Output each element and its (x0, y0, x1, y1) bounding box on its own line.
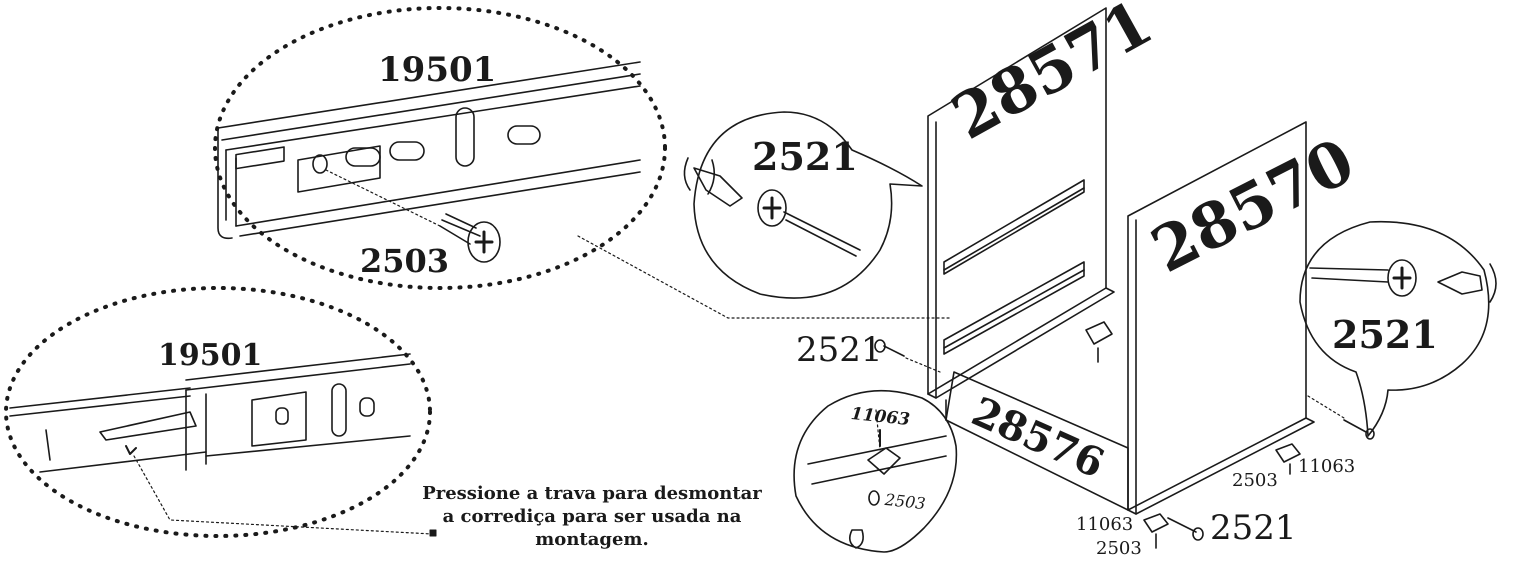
screw-2521-right (1309, 259, 1417, 297)
part-label-bracket-right: 11063 (1298, 456, 1356, 477)
part-label-slide-top: 19501 (378, 50, 497, 90)
rail-lower-left (943, 261, 1085, 355)
part-label-screw-magnify-right: 2521 (1332, 312, 1438, 357)
instruction-note: Pressione a trava para desmontar a corre… (392, 482, 792, 551)
bracket-bottom (1143, 513, 1169, 549)
panel-28576 (945, 371, 1129, 511)
part-label-screw-top: 2503 (360, 242, 450, 280)
instruction-line-1: Pressione a trava para desmontar (422, 483, 762, 504)
screw-left-side (874, 339, 905, 357)
screw-detail-right (1299, 220, 1497, 437)
slide-rail-bottom (9, 353, 411, 473)
screwdriver-left (683, 157, 743, 207)
part-label-bracket-bottom: 11063 (1076, 514, 1134, 535)
cabinet-assembly (874, 7, 1375, 549)
bracket-detail-inset (793, 389, 958, 553)
leader-line-bottom (133, 455, 433, 535)
slide-detail-bottom (4, 286, 437, 538)
screw-bottom-right (1167, 517, 1204, 541)
panel-28571 (927, 7, 1115, 399)
part-label-screw-magnify-left: 2521 (752, 134, 858, 179)
bracket-right (1275, 443, 1301, 475)
rail-upper-left (943, 179, 1085, 275)
slide-rail-top (217, 61, 641, 240)
part-label-screw-left-side: 2521 (796, 330, 883, 370)
leader-line-top (325, 169, 441, 227)
part-label-slide-bottom: 19501 (158, 338, 263, 373)
part-label-screw-right: 2503 (1232, 470, 1278, 491)
panel-28570 (1127, 121, 1315, 515)
zoom-ellipse-bottom (4, 286, 432, 538)
part-label-screw-bottom: 2503 (1096, 538, 1142, 559)
leader-line-to-cabinet (577, 235, 953, 319)
screw-2521-left (757, 189, 861, 257)
screw-detail-left (683, 111, 923, 299)
instruction-line-3: montagem. (535, 529, 649, 550)
screw-right-side (1343, 419, 1375, 440)
part-label-screw-bottom-right: 2521 (1210, 508, 1297, 548)
instruction-line-2: a corrediça para ser usada na (442, 506, 742, 527)
screwdriver-right (1437, 263, 1497, 303)
zoom-ellipse-top (213, 6, 667, 290)
pointer-arrow (125, 445, 137, 455)
bracket-center (1085, 321, 1113, 363)
slide-detail-top (213, 6, 667, 290)
screw-top-2503 (439, 213, 501, 263)
